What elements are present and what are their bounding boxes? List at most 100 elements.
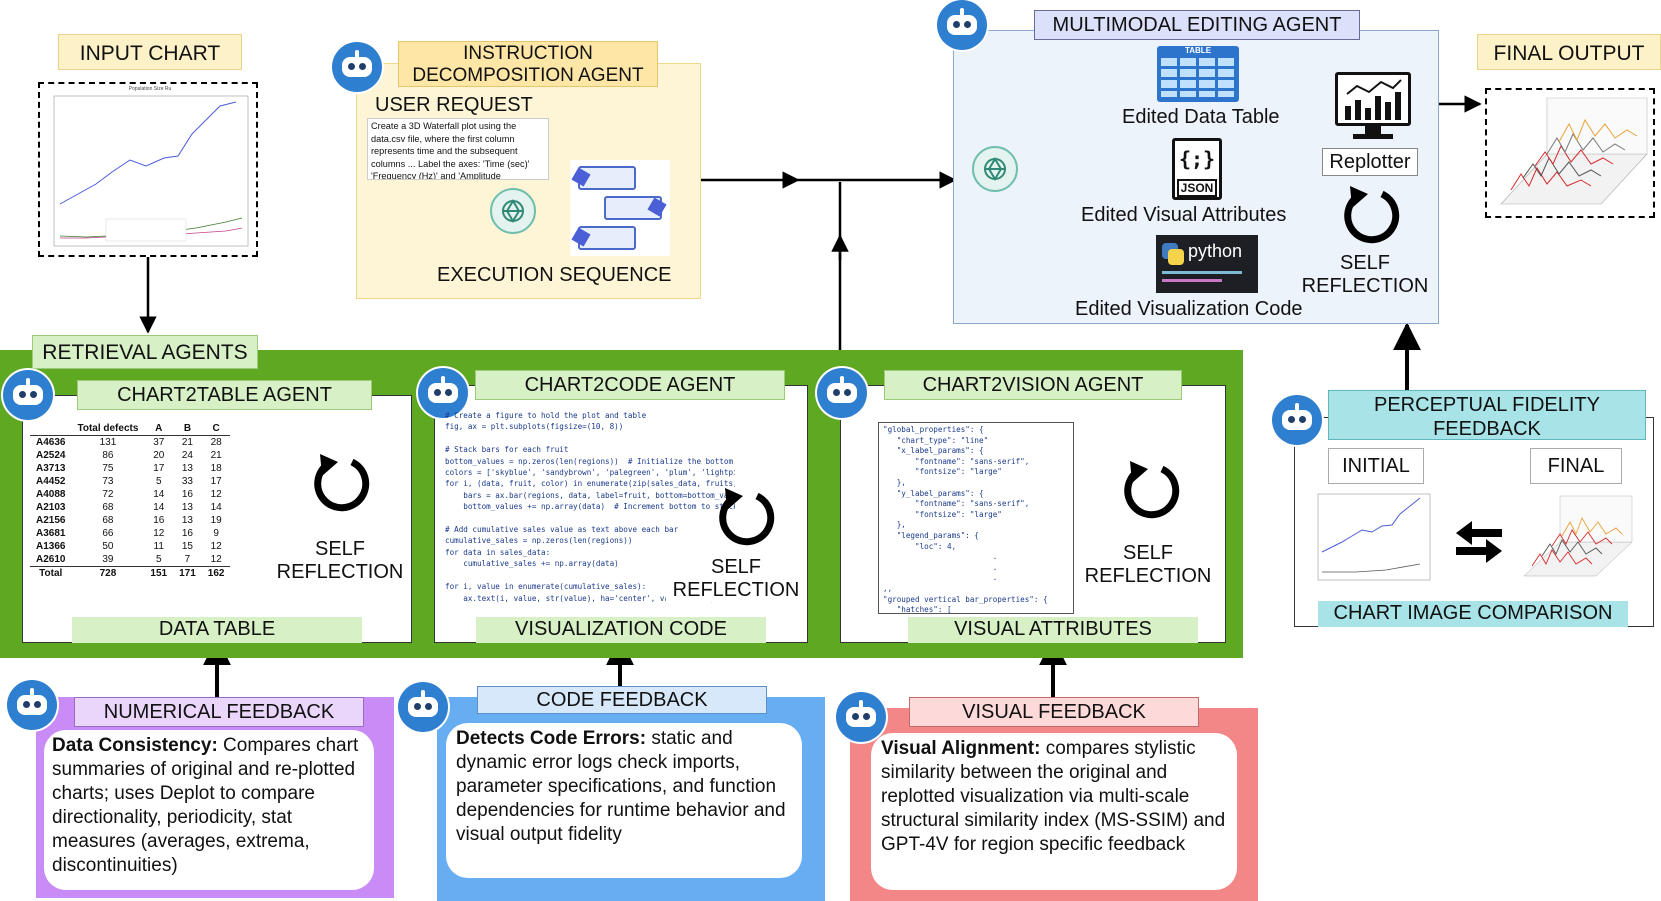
chart2vision-label: CHART2VISION AGENT bbox=[884, 370, 1182, 400]
table-cell: A2610 bbox=[36, 554, 66, 565]
monitor-chart-icon bbox=[1335, 72, 1411, 142]
final-output-label: FINAL OUTPUT bbox=[1477, 34, 1661, 70]
chart2code-self-reflection: SELF REFLECTION bbox=[666, 556, 806, 602]
chart2table-label: CHART2TABLE AGENT bbox=[77, 380, 372, 410]
table-icon: TABLE bbox=[1157, 46, 1239, 102]
table-cell: 72 bbox=[102, 489, 114, 500]
table-cell: 15 bbox=[181, 541, 193, 552]
table-cell: 5 bbox=[155, 476, 162, 487]
visual-feedback-label: VISUAL FEEDBACK bbox=[909, 697, 1199, 727]
chart-image-comparison-footer: CHART IMAGE COMPARISON bbox=[1318, 601, 1628, 627]
table-cell: 16 bbox=[153, 515, 165, 526]
table-cell: 33 bbox=[181, 476, 193, 487]
robot-icon bbox=[817, 368, 867, 418]
table-cell: 9 bbox=[213, 528, 219, 539]
robot-icon bbox=[398, 682, 448, 732]
table-cell: 162 bbox=[201, 566, 231, 580]
table-cell: 14 bbox=[153, 502, 165, 513]
final-output-thumbnail bbox=[1485, 88, 1655, 218]
table-cell: A2524 bbox=[36, 450, 66, 461]
table-cell: 19 bbox=[210, 515, 222, 526]
table-cell: 68 bbox=[102, 515, 114, 526]
self-reflection-icon bbox=[1124, 461, 1180, 519]
multimodal-agent-label: MULTIMODAL EDITING AGENT bbox=[1034, 10, 1360, 40]
robot-icon bbox=[1272, 395, 1322, 445]
table-header-cell: A bbox=[144, 422, 174, 436]
table-cell: 21 bbox=[181, 437, 193, 448]
execution-sequence-icon bbox=[570, 160, 670, 256]
self-reflection-icon bbox=[719, 488, 775, 546]
table-cell: 151 bbox=[144, 566, 174, 580]
replotter-button: Replotter bbox=[1322, 148, 1418, 176]
initial-chart-thumbnail bbox=[1317, 493, 1431, 581]
robot-icon bbox=[836, 692, 886, 742]
visual-attributes-json: "global_properties": { "chart_type": "li… bbox=[878, 422, 1074, 614]
edited-data-table-label: Edited Data Table bbox=[1122, 106, 1280, 128]
table-cell: 73 bbox=[102, 476, 114, 487]
table-cell: 24 bbox=[181, 450, 193, 461]
table-cell: 18 bbox=[210, 463, 222, 474]
visualization-code-snippet: # Create a figure to hold the plot and t… bbox=[445, 411, 735, 603]
chart2table-self-reflection: SELF REFLECTION bbox=[276, 538, 404, 583]
table-cell: 66 bbox=[102, 528, 114, 539]
json-file-icon: {;} JSON bbox=[1172, 138, 1222, 200]
json-glyph: {;} bbox=[1178, 147, 1216, 171]
table-cell: 16 bbox=[181, 489, 193, 500]
table-cell: 12 bbox=[210, 541, 222, 552]
table-cell: Total bbox=[30, 566, 72, 580]
final-output-3d-plot bbox=[1500, 97, 1648, 205]
table-cell: 17 bbox=[153, 463, 165, 474]
retrieval-agents-label: RETRIEVAL AGENTS bbox=[32, 335, 258, 369]
table-cell: 171 bbox=[173, 566, 202, 580]
table-header-cell: Total defects bbox=[71, 422, 145, 436]
python-label: python bbox=[1188, 241, 1243, 261]
table-cell: 12 bbox=[210, 554, 222, 565]
table-cell: 7 bbox=[184, 554, 191, 565]
visual-feedback-title: Visual Alignment: bbox=[881, 738, 1041, 759]
table-cell: A3713 bbox=[36, 463, 66, 474]
robot-icon bbox=[418, 368, 468, 418]
table-cell: 12 bbox=[153, 528, 165, 539]
table-cell: 75 bbox=[102, 463, 114, 474]
robot-icon bbox=[3, 370, 53, 420]
table-cell: 14 bbox=[153, 489, 165, 500]
visual-feedback-body: compares stylistic similarity between th… bbox=[881, 738, 1226, 855]
compare-arrows-icon bbox=[1456, 521, 1502, 563]
table-cell: 68 bbox=[102, 502, 114, 513]
table-cell: 21 bbox=[210, 450, 222, 461]
numerical-feedback-text: Data Consistency: Compares chart summari… bbox=[44, 730, 374, 890]
robot-icon bbox=[937, 0, 987, 50]
chart2vision-self-reflection: SELF REFLECTION bbox=[1084, 542, 1212, 587]
table-cell: 12 bbox=[210, 489, 222, 500]
chart2code-label: CHART2CODE AGENT bbox=[475, 370, 785, 400]
final-label: FINAL bbox=[1530, 448, 1622, 484]
execution-sequence-label: EXECUTION SEQUENCE bbox=[437, 264, 672, 286]
code-feedback-text: Detects Code Errors: static and dynamic … bbox=[446, 723, 802, 878]
table-header-cell bbox=[30, 422, 72, 436]
robot-icon bbox=[332, 42, 382, 92]
table-header-cell: B bbox=[173, 422, 202, 436]
user-request-text: Create a 3D Waterfall plot using the dat… bbox=[367, 118, 549, 180]
gpt-icon bbox=[490, 188, 536, 234]
edited-visualization-code-label: Edited Visualization Code bbox=[1075, 298, 1303, 320]
table-cell: A3681 bbox=[36, 528, 66, 539]
table-cell: 13 bbox=[181, 515, 193, 526]
self-reflection-icon bbox=[1344, 186, 1400, 244]
chart2table-panel bbox=[22, 395, 412, 643]
code-feedback-title: Detects Code Errors: bbox=[456, 728, 647, 749]
table-cell: 16 bbox=[181, 528, 193, 539]
table-cell: A1366 bbox=[36, 541, 66, 552]
table-cell: 50 bbox=[102, 541, 114, 552]
visualization-code-footer: VISUALIZATION CODE bbox=[476, 617, 766, 643]
